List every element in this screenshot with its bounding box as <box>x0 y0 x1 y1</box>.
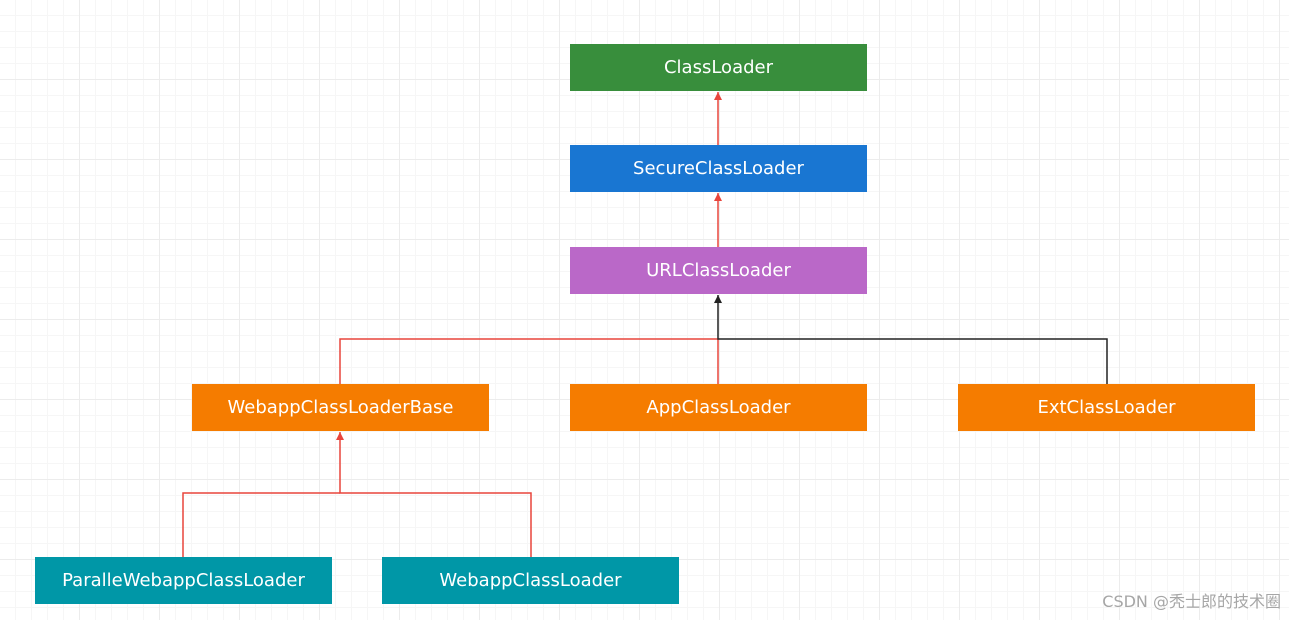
node-urlclassloader: URLClassLoader <box>570 247 867 294</box>
watermark: CSDN @秃士郎的技术圈 <box>1102 592 1281 611</box>
node-appclassloader: AppClassLoader <box>570 384 867 431</box>
node-webappclassloaderbase: WebappClassLoaderBase <box>192 384 489 431</box>
node-webappclassloader: WebappClassLoader <box>382 557 679 604</box>
edge-webappclassloaderbase-to-urlclassloader <box>339 338 718 384</box>
edge-parallewebappclassloader-to-webappclassloaderbase <box>182 492 340 557</box>
edge-extclassloader-to-urlclassloader <box>714 295 1108 384</box>
node-classloader: ClassLoader <box>570 44 867 91</box>
edge-webappclassloader-to-webappclassloaderbase <box>336 432 532 557</box>
node-extclassloader: ExtClassLoader <box>958 384 1255 431</box>
node-parallewebappclassloader: ParalleWebappClassLoader <box>35 557 332 604</box>
node-secureclassloader: SecureClassLoader <box>570 145 867 192</box>
